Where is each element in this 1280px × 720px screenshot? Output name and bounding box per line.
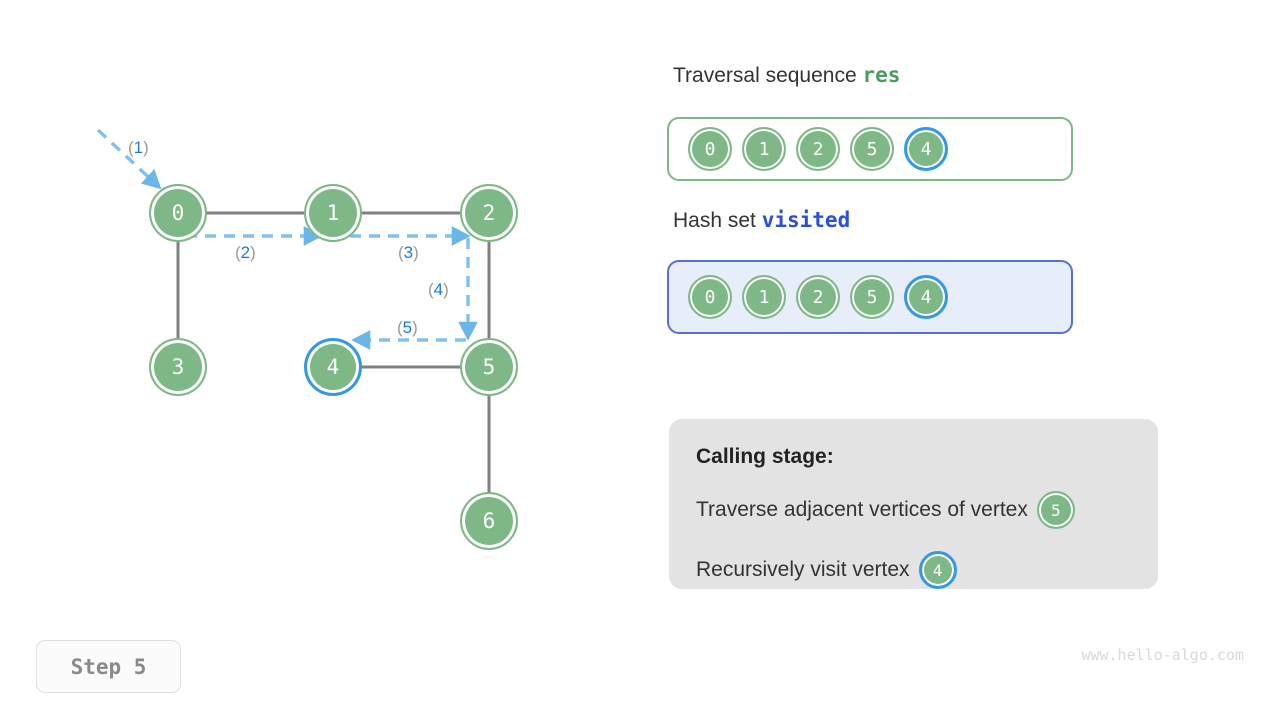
res-caption-code: res <box>862 63 901 87</box>
visited-item-1: 1 <box>742 275 786 319</box>
dfs-arrow-1 <box>96 128 162 190</box>
res-item-2: 2 <box>796 127 840 171</box>
dfs-step-label-2: (2) <box>235 243 256 262</box>
visited-caption-code: visited <box>761 208 851 232</box>
graph-node-3: 3 <box>149 338 207 396</box>
calling-stage-row-2-text: Recursively visit vertex <box>696 558 910 581</box>
res-caption-prefix: Traversal sequence <box>673 64 857 87</box>
dfs-arrow-group <box>96 128 478 350</box>
graph-node-0: 0 <box>149 184 207 242</box>
dfs-step-label-1: (1) <box>128 138 149 157</box>
graph-node-2: 2 <box>460 184 518 242</box>
dfs-step-label-3: (3) <box>398 243 419 262</box>
visited-item-5: 5 <box>850 275 894 319</box>
graph-edges-and-arrows <box>96 128 491 494</box>
visited-caption-prefix: Hash set <box>673 209 756 232</box>
res-item-5: 5 <box>850 127 894 171</box>
graph-node-4: 4 <box>304 338 362 396</box>
visited-item-0: 0 <box>688 275 732 319</box>
res-item-0: 0 <box>688 127 732 171</box>
calling-stage-row-2: Recursively visit vertex 4 <box>696 551 1158 589</box>
res-item-1: 1 <box>742 127 786 171</box>
visited-item-4: 4 <box>904 275 948 319</box>
graph-node-1: 1 <box>304 184 362 242</box>
graph-node-5: 5 <box>460 338 518 396</box>
res-item-4: 4 <box>904 127 948 171</box>
calling-stage-row-2-vertex-chip: 4 <box>918 551 957 589</box>
res-caption: Traversal sequence res <box>673 63 900 88</box>
calling-stage-row-1: Traverse adjacent vertices of vertex 5 <box>696 491 1158 529</box>
dfs-step-label-4: (4) <box>428 280 449 299</box>
dfs-step-label-5: (5) <box>397 318 418 337</box>
calling-stage-title: Calling stage: <box>696 445 834 468</box>
graph-node-6: 6 <box>460 492 518 550</box>
watermark: www.hello-algo.com <box>1081 646 1244 664</box>
calling-stage-row-1-text: Traverse adjacent vertices of vertex <box>696 498 1028 521</box>
visited-caption: Hash set visited <box>673 208 850 233</box>
step-badge: Step 5 <box>36 640 181 693</box>
visited-item-2: 2 <box>796 275 840 319</box>
calling-stage-panel: Calling stage: Traverse adjacent vertice… <box>669 419 1158 589</box>
calling-stage-row-1-vertex-chip: 5 <box>1036 491 1075 529</box>
